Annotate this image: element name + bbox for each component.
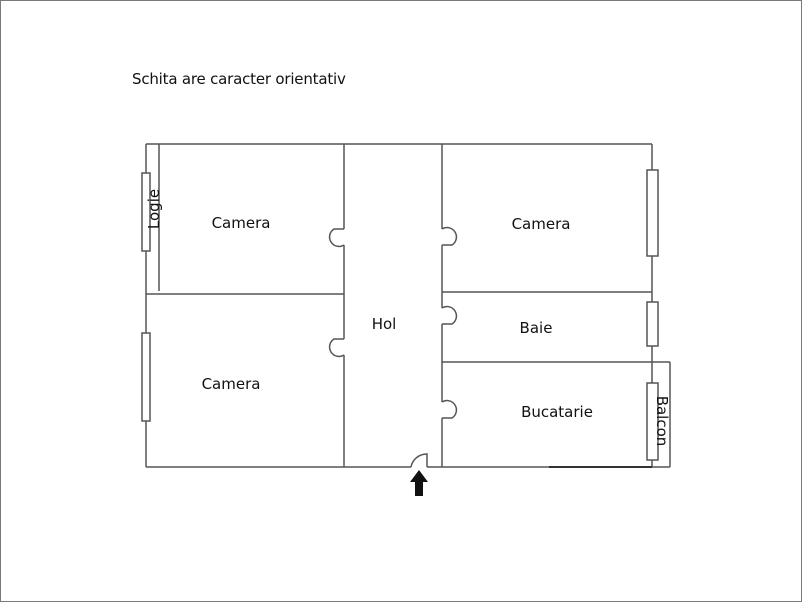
label-logie: Logie	[145, 189, 163, 229]
room-label-camera-top-right: Camera	[512, 215, 571, 233]
window-baie	[646, 301, 659, 347]
window-bucatarie	[646, 382, 659, 461]
door-baie	[441, 305, 458, 325]
window-camera-bottom-left	[141, 332, 151, 422]
room-label-hol: Hol	[372, 315, 397, 333]
door-camera-top-right	[441, 226, 458, 246]
room-label-camera-top-left: Camera	[212, 214, 271, 232]
label-balcon: Balcon	[653, 396, 671, 447]
room-label-baie: Baie	[520, 319, 553, 337]
window-logie	[141, 172, 151, 252]
door-entrance	[410, 453, 428, 468]
window-camera-top-right	[646, 169, 659, 257]
room-label-bucatarie: Bucatarie	[521, 403, 593, 421]
disclaimer-note: Schita are caracter orientativ	[132, 70, 346, 88]
door-camera-top-left	[328, 228, 345, 248]
door-camera-bottom-left	[328, 338, 345, 358]
entrance-arrow-icon	[410, 470, 428, 496]
room-label-camera-bottom-left: Camera	[202, 375, 261, 393]
door-bucatarie	[441, 399, 458, 419]
